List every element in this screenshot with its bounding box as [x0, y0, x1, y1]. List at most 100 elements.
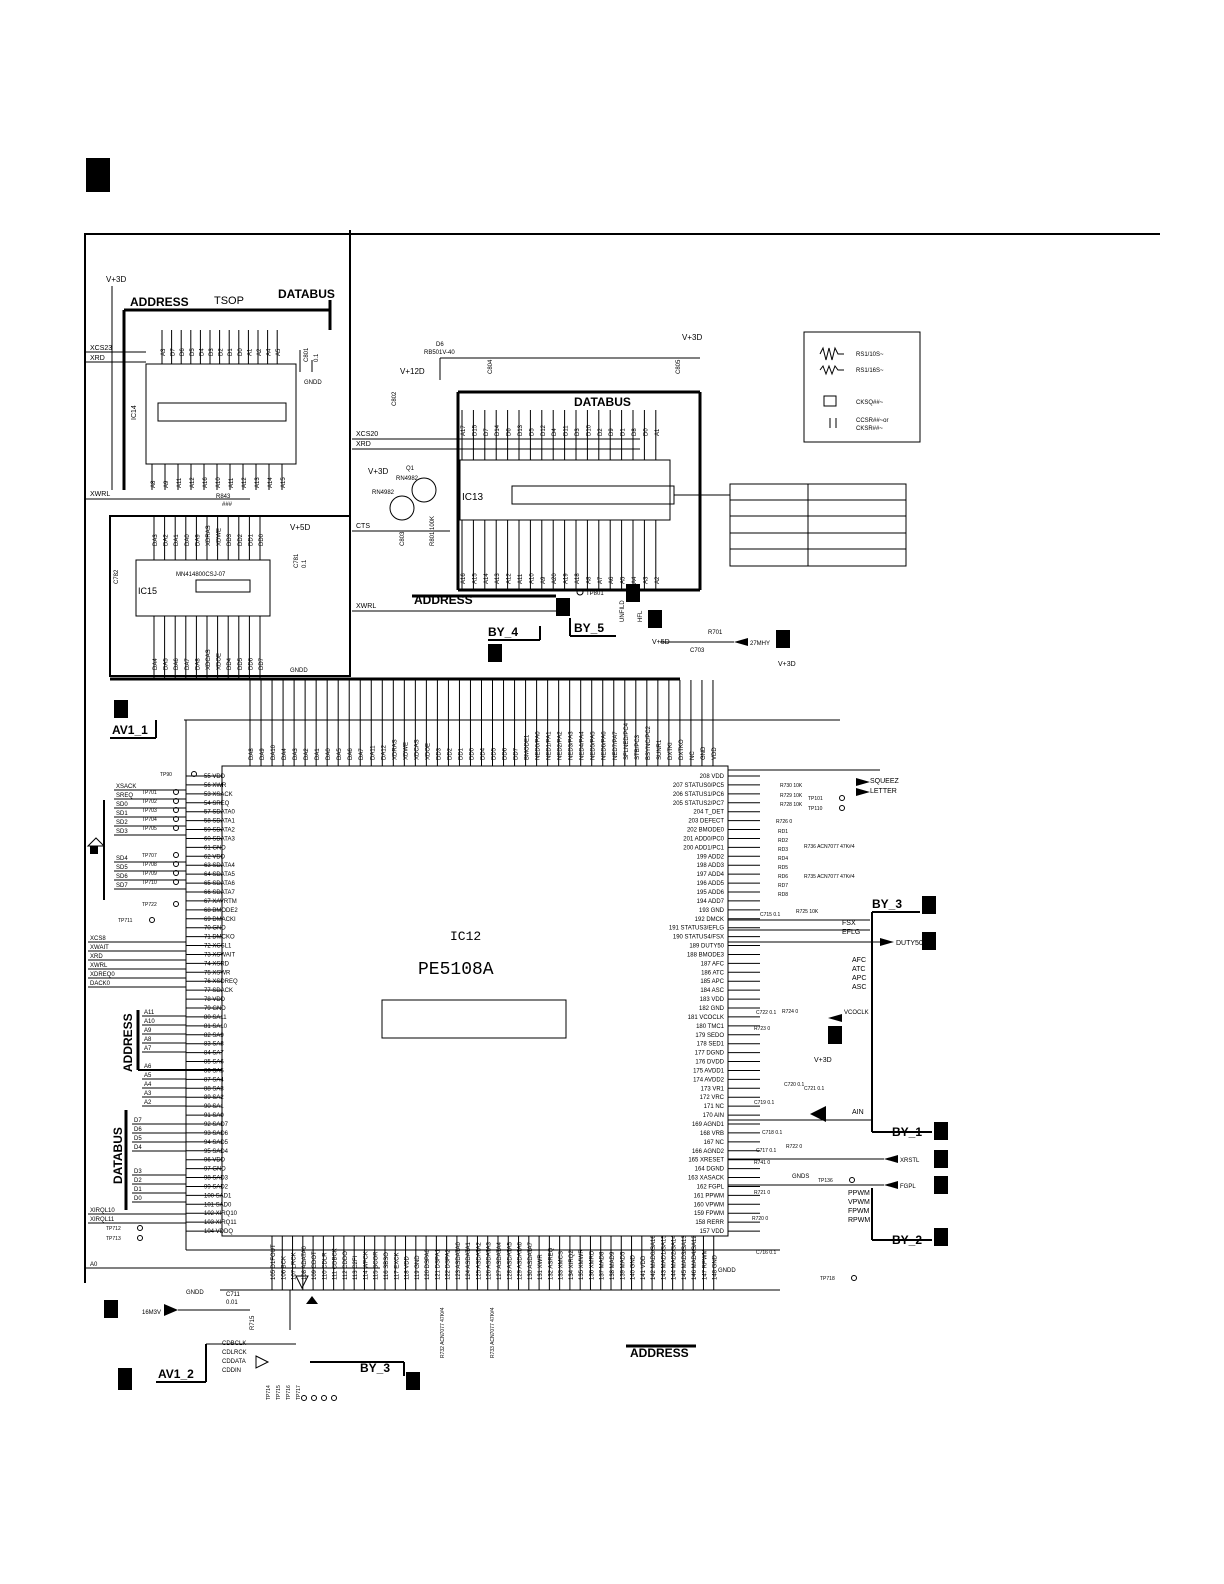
ic12-label-box	[381, 999, 567, 1039]
ic12-right-pin: 172 VRC	[700, 1095, 725, 1101]
ic12-left-pin: 58 SDATA1	[204, 819, 235, 825]
tp801-point	[576, 588, 584, 596]
port-by3-bottom: BY_3	[360, 1361, 390, 1375]
marker-vcoclk	[828, 1026, 842, 1044]
ic12-left-pin: 87 SA4	[204, 1077, 224, 1083]
ic12-bottom-pin: 118 VDD	[405, 1255, 411, 1280]
test-point-circle	[173, 825, 179, 831]
ic13-address: ADDRESS	[414, 593, 473, 607]
ic12-left-pin: 82 SA9	[204, 1033, 224, 1039]
rom-bottom-pin: A11	[177, 477, 183, 488]
left-signal: D3	[134, 1169, 142, 1175]
ic12-top-pin: XDOE	[425, 743, 431, 760]
ic13-bottom-pin: A18	[575, 573, 581, 584]
ic12-bottom-pin: 114 WFCK	[363, 1251, 369, 1280]
ic12-top-pin: NED7/PA7	[613, 731, 619, 760]
ic12-top-pin: DA10	[271, 744, 277, 760]
ic12-right-pin: 199 ADD2	[697, 854, 725, 860]
rom-bottom-pin: A8	[151, 480, 157, 488]
test-point-circle	[839, 795, 845, 801]
ic13-bottom-pin: A14	[484, 573, 490, 584]
left-signal: A5	[144, 1073, 152, 1079]
frame	[84, 230, 1160, 1283]
ic13-top-pin: D10	[586, 424, 592, 436]
component-legend: RS1/10S~ RS1/16S~ CKSQ##~ CCSR##~or CKSR…	[803, 331, 921, 443]
test-point: TP712	[106, 1226, 121, 1232]
rom-top-pin: A3	[161, 348, 167, 356]
ic12-top-pin: XDRAS	[392, 739, 398, 760]
ic15-ref: IC15	[138, 586, 157, 596]
rom-top-pin: A1	[247, 348, 253, 356]
test-point-circle	[321, 1395, 327, 1401]
ic13-bottom-pin: A7	[598, 576, 604, 584]
dram-top-pin: DA0	[185, 534, 191, 546]
component-label: RD5	[778, 865, 788, 871]
ic12-left-pin: 76 XSDREQ	[204, 979, 238, 985]
left-signal: D4	[134, 1145, 142, 1151]
ic12-right-pin: 202 BMODE0	[687, 828, 725, 834]
ic12-top-pin: NED3/PA3	[569, 731, 575, 760]
ic12-right-pin: 187 AFC	[701, 961, 725, 967]
ic12-top-pin: NED4/PA4	[580, 731, 586, 760]
ic12-bottom-pin: 129 ASDATA6	[518, 1242, 524, 1280]
test-point: TP713	[106, 1236, 121, 1242]
ic13-bottom-pin: A12	[507, 573, 513, 584]
ic12-left-pin: 79 GND	[204, 1006, 226, 1012]
ic13-power12: V+12D	[400, 367, 425, 376]
ic13-ref: IC13	[462, 492, 484, 503]
ic13-bottom-pin: A2	[655, 576, 661, 584]
test-point-circle	[173, 807, 179, 813]
component-label: C718 0.1	[762, 1130, 783, 1136]
legend-rs110: RS1/10S~	[856, 352, 884, 358]
sig-vcoclk: VCOCLK	[844, 1010, 869, 1016]
ic12-bottom-pin: 112 CDDO	[343, 1251, 349, 1280]
left-signal: A10	[144, 1019, 155, 1025]
ic12-left-pin: 64 SDATA5	[204, 872, 235, 878]
ic12-top-pin: SUNR1	[657, 739, 663, 760]
ic12-right-pin: 194 ADD7	[697, 899, 725, 905]
ic12-top-pin: BSYNC/PC2	[646, 725, 652, 760]
dram-bottom-pin: XDCAS	[206, 649, 212, 670]
ic12-left-pin: 92 SAD7	[204, 1122, 229, 1128]
sig-v3d-right: V+3D	[778, 661, 796, 668]
left-signal: SD0	[116, 802, 128, 808]
ic12-bottom-pin: 128 ASDATA5	[507, 1242, 513, 1280]
ic12-left-pin: 59 SDATA2	[204, 828, 235, 834]
component-label: R730 10K	[780, 783, 803, 789]
resistor-array: R735 ACN7077 47K#4	[804, 874, 855, 880]
component-label: C716 0.1	[756, 1250, 777, 1256]
left-signal: A8	[144, 1037, 152, 1043]
ic12-bottom-pin: 123 ASDATA0	[456, 1242, 462, 1280]
ic12-left-pin: 102 XIRQ10	[204, 1211, 238, 1217]
test-point-circle	[173, 852, 179, 858]
d6: D6	[436, 342, 444, 348]
dram-top-pin: DD2	[238, 533, 244, 546]
ic12-right-pin: 174 AVDD2	[693, 1077, 725, 1083]
ic12-right-pin: 175 AVDD1	[693, 1068, 725, 1074]
ic12-right-pin: 183 VDD	[700, 997, 725, 1003]
sig-cddin: CDDIN	[222, 1368, 241, 1374]
test-point: TP711	[118, 918, 133, 924]
ic12-part: PE5108A	[418, 960, 494, 980]
marker-by4	[488, 644, 502, 662]
sig-v3d-right-2: V+3D	[814, 1057, 832, 1064]
dram-bottom-pin: DD6	[248, 657, 254, 670]
ic13-top-pin: D8	[632, 428, 638, 436]
c782: C782	[114, 569, 120, 584]
sig-xcs20: XCS20	[356, 431, 378, 438]
sig-asc: ASC	[852, 984, 866, 991]
ic13-bottom-pin: A11	[518, 573, 524, 584]
left-signal: D7	[134, 1118, 142, 1124]
ic12-left-pin: 91 SA0	[204, 1113, 224, 1119]
ic12-top-pin: NED0/PA0	[536, 731, 542, 760]
ic12-right-pin: 188 BMODE3	[687, 952, 725, 958]
ic12-right-pin: 196 ADD5	[697, 881, 725, 887]
marker-27mhy	[776, 630, 790, 648]
ic12-bottom-pin: 144 MAD2/SA14	[672, 1235, 678, 1280]
ic12-bottom-pin: 122 DSPA2	[446, 1248, 452, 1280]
ic12-top-pin: DD7	[514, 747, 520, 760]
ic12-left-pin: 104 VDDQ	[204, 1229, 233, 1235]
